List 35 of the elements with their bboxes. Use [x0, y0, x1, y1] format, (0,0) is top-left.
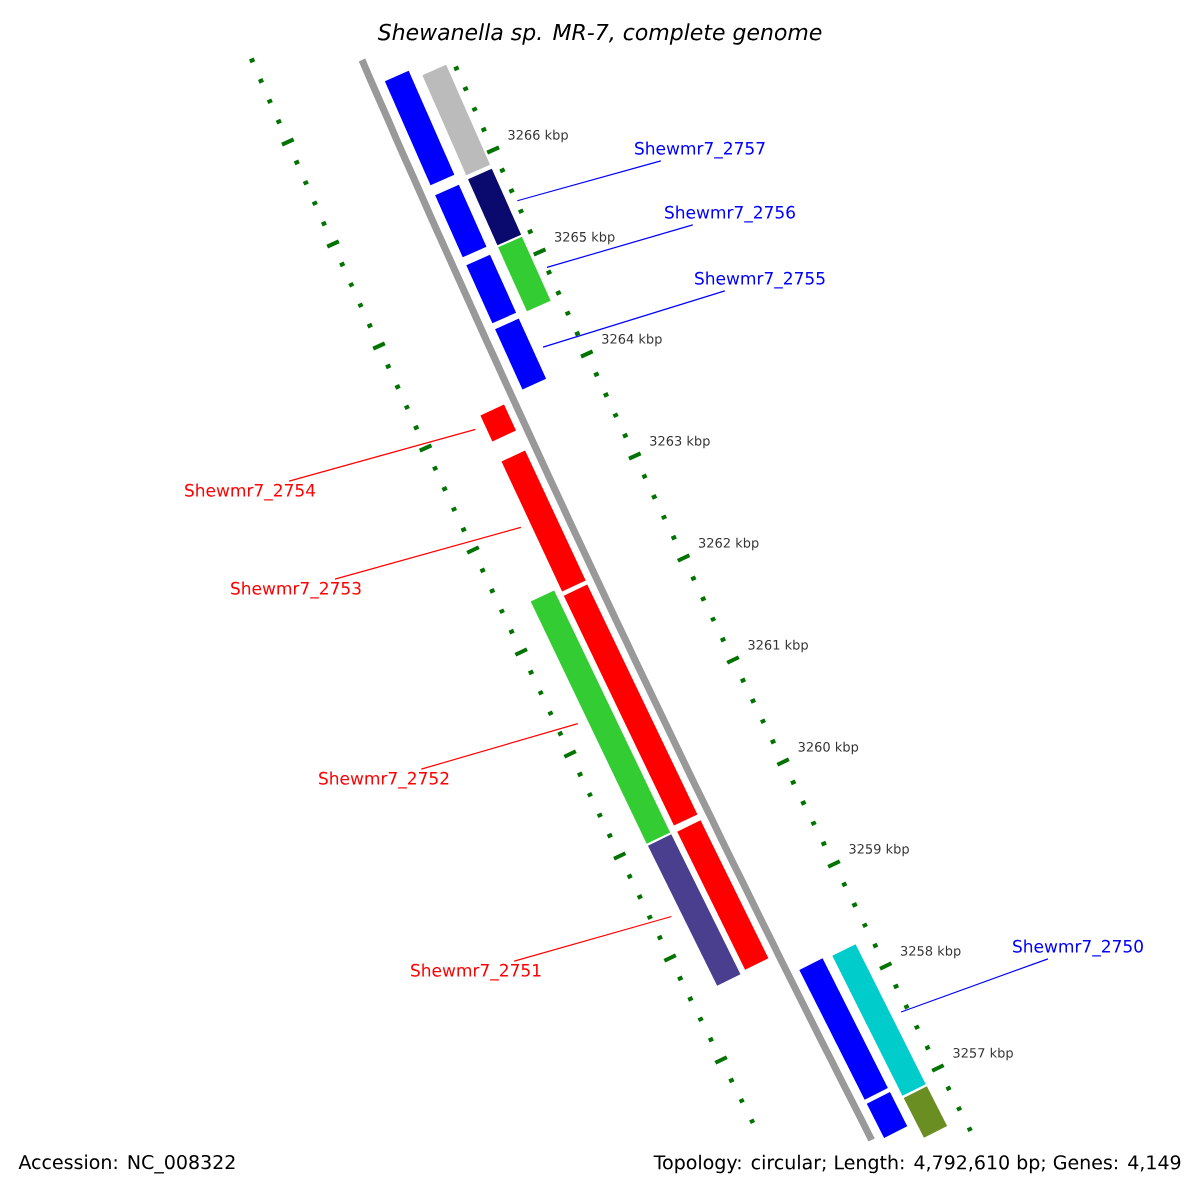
- title: Shewanella sp. MR-7, complete genome: [373, 19, 827, 49]
- gene-label: Shewmr7_2754: [185, 483, 316, 501]
- leader-line: [900, 958, 1049, 1013]
- leader-line: [288, 428, 477, 482]
- gene-feature: [903, 1086, 948, 1138]
- genome-info-text: Topology: circular; Length: 4,792,610 bp; Genes: 4,149: [651, 1152, 1184, 1176]
- gene-feature: [480, 404, 516, 442]
- gene-feature: [466, 254, 517, 324]
- gene-label: Shewmr7_2751: [411, 963, 541, 981]
- gene-feature: [530, 590, 671, 844]
- leader-line: [334, 526, 522, 580]
- gene-feature: [384, 70, 455, 186]
- gene-label: Shewmr7_2755: [695, 271, 825, 289]
- gene-feature: [501, 450, 586, 592]
- gene-label: Shewmr7_2750: [1013, 939, 1143, 957]
- leader-line: [516, 160, 662, 202]
- leader-line: [546, 224, 694, 268]
- gene-feature: [799, 958, 888, 1100]
- gene-label: Shewmr7_2752: [319, 771, 449, 789]
- accession-text: Accession: NC_008322: [18, 1154, 235, 1174]
- gene-feature: [422, 64, 491, 176]
- gene-feature: [498, 236, 551, 312]
- gene-feature: [563, 584, 698, 826]
- leader-line: [513, 915, 673, 962]
- gene-label: Shewmr7_2757: [635, 141, 765, 159]
- gene-feature: [677, 820, 769, 970]
- gene-feature: [866, 1092, 908, 1138]
- gene-label: Shewmr7_2753: [231, 581, 361, 599]
- gene-feature: [647, 834, 741, 986]
- leader-line: [420, 723, 579, 770]
- gene-feature: [435, 184, 487, 258]
- gene-label: Shewmr7_2756: [665, 205, 795, 223]
- gene-feature: [468, 168, 522, 246]
- leader-line: [542, 290, 726, 348]
- gene-feature: [495, 318, 547, 390]
